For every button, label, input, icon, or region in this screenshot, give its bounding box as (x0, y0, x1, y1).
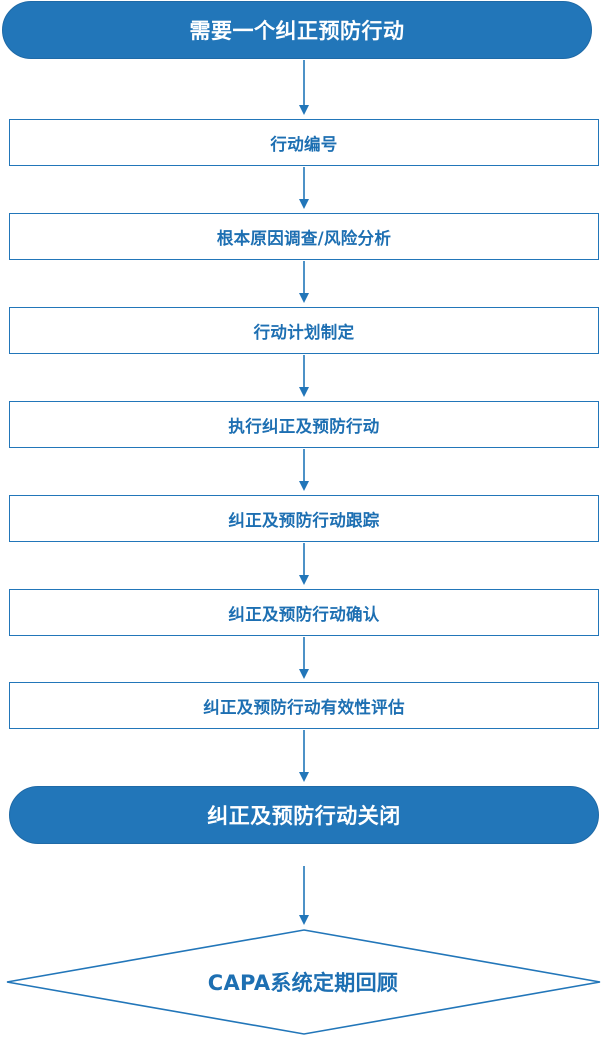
close-node-label: 纠正及预防行动关闭 (207, 804, 401, 828)
step-label: 根本原因调查/风险分析 (216, 228, 392, 248)
start-node: 需要一个纠正预防行动 (2, 1, 592, 59)
step-track-capa: 纠正及预防行动跟踪 (9, 495, 599, 542)
step-evaluate-effectiveness: 纠正及预防行动有效性评估 (9, 682, 599, 729)
step-label: 行动编号 (270, 134, 338, 154)
step-confirm-capa: 纠正及预防行动确认 (9, 589, 599, 636)
step-action-number: 行动编号 (9, 119, 599, 166)
step-label: 执行纠正及预防行动 (228, 416, 380, 436)
step-label: 纠正及预防行动跟踪 (228, 510, 380, 530)
step-label: 纠正及预防行动有效性评估 (203, 697, 405, 717)
review-node: CAPA系统定期回顾 (0, 928, 606, 1036)
step-action-plan: 行动计划制定 (9, 307, 599, 354)
close-node: 纠正及预防行动关闭 (9, 786, 599, 844)
start-node-label: 需要一个纠正预防行动 (189, 19, 405, 43)
review-node-label: CAPA系统定期回顾 (207, 971, 399, 995)
step-root-cause-analysis: 根本原因调查/风险分析 (9, 213, 599, 260)
step-label: 纠正及预防行动确认 (228, 604, 380, 624)
review-diamond (6, 929, 601, 1035)
step-execute-capa: 执行纠正及预防行动 (9, 401, 599, 448)
step-label: 行动计划制定 (253, 322, 355, 342)
review-diamond-shape (6, 929, 601, 1035)
